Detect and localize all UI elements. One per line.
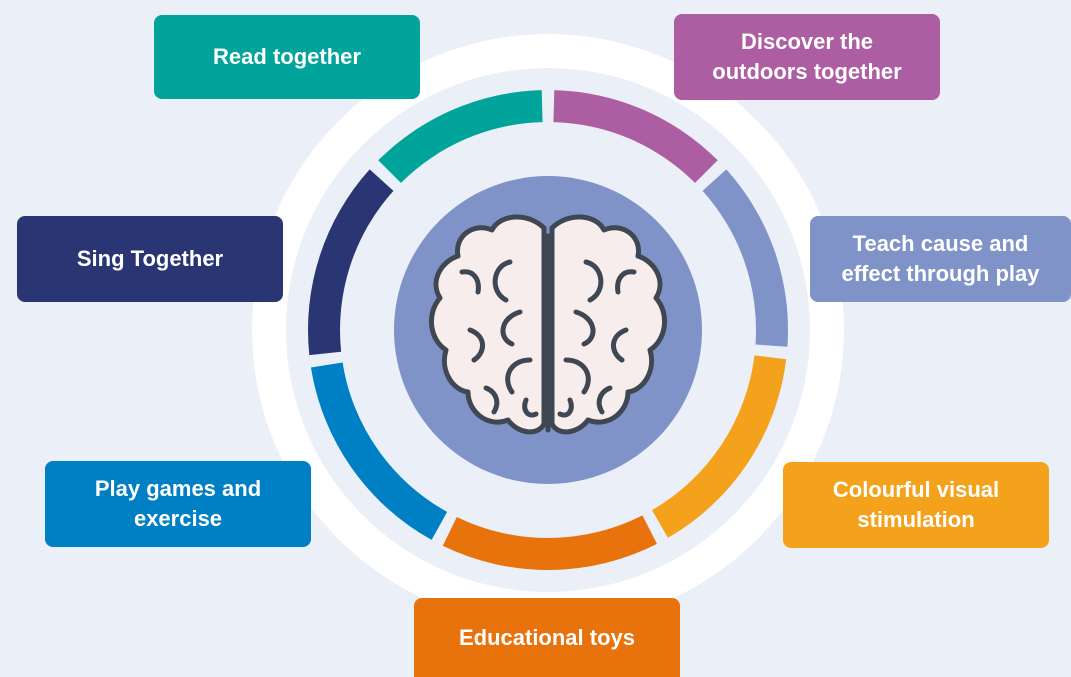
activity-label-line1: Teach cause and (852, 231, 1029, 256)
ring-segment-sing-together (308, 169, 394, 356)
activity-label: Sing Together (76, 246, 224, 271)
activity-label: Read together (213, 44, 361, 69)
activity-label-line2: effect through play (841, 261, 1040, 286)
activity-label-line2: outdoors together (712, 59, 902, 84)
activity-educational-toys: Educational toys (414, 598, 680, 677)
activity-read-together: Read together (154, 15, 420, 99)
activity-play-games: Play games and exercise (45, 461, 311, 547)
activity-sing-together: Sing Together (17, 216, 283, 302)
activity-label-line1: Play games and (94, 476, 262, 501)
activity-teach-cause-effect: Teach cause and effect through play (810, 216, 1071, 302)
activity-label: Educational toys (458, 624, 636, 650)
ring-segment-educational-toys (442, 515, 657, 570)
ring-segment-discover-outdoors (553, 90, 718, 183)
activity-label-line2: exercise (133, 506, 223, 531)
brain-icon (428, 214, 668, 435)
activity-label-line2: stimulation (857, 507, 975, 532)
activity-label-line1: Discover the (740, 29, 874, 54)
ring-segments (308, 90, 788, 570)
ring-segment-read-together (378, 90, 543, 183)
activity-discover-outdoors: Discover the outdoors together (674, 14, 940, 100)
activity-colourful-visual: Colourful visual stimulation (783, 462, 1049, 548)
ring-segment-teach-cause-effect (702, 169, 788, 347)
activity-label-line1: Colourful visual (832, 477, 1000, 502)
ring-segment-play-games (310, 362, 448, 540)
ring-segment-colourful-visual (652, 355, 787, 538)
